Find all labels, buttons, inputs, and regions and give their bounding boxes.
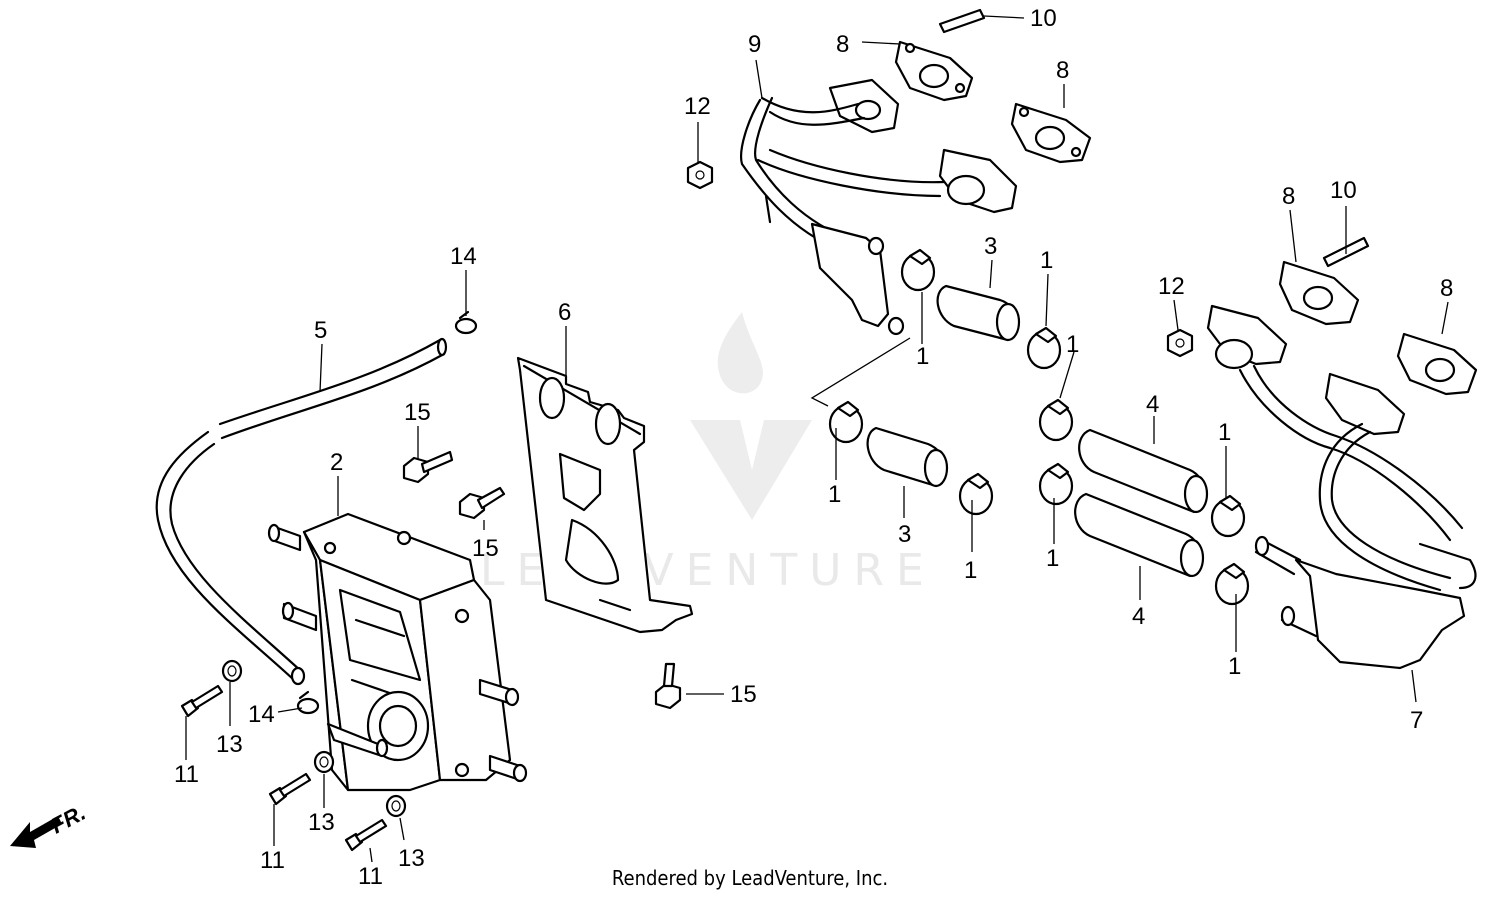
hose-clamps [828, 248, 1250, 606]
callout-6: 6 [558, 299, 571, 326]
washer-c [385, 794, 407, 818]
callout-11-a: 11 [174, 761, 199, 788]
lower-pipe-assembly [1206, 304, 1477, 670]
callout-3-upper: 3 [984, 233, 997, 260]
callout-8-right-b: 8 [1440, 275, 1453, 302]
render-credit: Rendered by LeadVenture, Inc. [611, 866, 889, 890]
hose-3-upper [936, 284, 1021, 342]
front-arrow-icon [10, 816, 62, 848]
flange-bolt-c [654, 662, 682, 710]
leader-lines [185, 15, 1449, 863]
front-direction-label: FR. [47, 800, 90, 839]
hose-4-upper [1078, 428, 1209, 514]
flange-bolt-a [402, 450, 454, 484]
callout-1-g: 1 [964, 557, 977, 584]
gasket-right-b [1396, 332, 1478, 396]
gasket-upper-b [1010, 102, 1092, 164]
callout-9: 9 [748, 31, 761, 58]
callout-numbers: 9 8 10 8 12 3 1 1 1 14 5 6 8 10 12 8 1 4… [174, 5, 1453, 890]
callout-11-b: 11 [260, 847, 285, 874]
callout-7: 7 [1410, 707, 1423, 734]
callout-10-right: 10 [1330, 177, 1357, 204]
callout-1-b: 1 [916, 343, 929, 370]
callout-13-b: 13 [308, 809, 335, 836]
hose-4-lower [1074, 492, 1205, 578]
washer-b [313, 750, 335, 774]
callout-1-e: 1 [828, 481, 841, 508]
screw-a [180, 684, 224, 718]
callout-1-a: 1 [1040, 247, 1053, 274]
callout-1-c: 1 [1066, 331, 1079, 358]
upper-pipe-assembly [740, 78, 1018, 336]
washer-a [221, 659, 243, 683]
nut-upper [686, 160, 714, 190]
front-direction-indicator: FR. [10, 800, 90, 848]
callout-8-right-a: 8 [1282, 183, 1295, 210]
mounting-bracket [516, 356, 694, 634]
hose-3-lower [866, 426, 949, 488]
callout-4-upper: 4 [1146, 391, 1159, 418]
callout-10-upper: 10 [1030, 5, 1057, 32]
fuel-hose [155, 337, 448, 686]
screw-b [268, 772, 312, 806]
callout-11-c: 11 [358, 863, 383, 890]
callout-12-right: 12 [1158, 273, 1185, 300]
flange-bolt-b [458, 486, 506, 520]
nut-right [1166, 328, 1194, 358]
callout-15-b: 15 [472, 535, 499, 562]
callout-1-h: 1 [1228, 653, 1241, 680]
gasket-right-a [1278, 260, 1360, 326]
callout-14-lower: 14 [248, 701, 275, 728]
callout-14-upper: 14 [450, 243, 477, 270]
callout-15-a: 15 [404, 399, 431, 426]
callout-4-lower: 4 [1132, 603, 1145, 630]
callout-8-upper-b: 8 [1056, 57, 1069, 84]
fuel-pump-assembly [267, 512, 528, 792]
gasket-upper-a [894, 40, 974, 102]
callout-5: 5 [314, 317, 327, 344]
callout-2: 2 [330, 449, 343, 476]
hose-clip-lower [296, 690, 320, 715]
hose-clip-upper [454, 310, 478, 335]
callout-12-upper: 12 [684, 93, 711, 120]
callout-1-d: 1 [1218, 419, 1231, 446]
clamp-group-bracket [810, 337, 911, 407]
callout-15-c: 15 [730, 681, 757, 708]
callout-13-c: 13 [398, 845, 425, 872]
stud-bolt-upper [938, 8, 986, 34]
screw-c [344, 818, 388, 852]
callout-8-upper-a: 8 [836, 31, 849, 58]
callout-3-lower: 3 [898, 521, 911, 548]
callout-1-f: 1 [1046, 545, 1059, 572]
callout-13-a: 13 [216, 731, 243, 758]
